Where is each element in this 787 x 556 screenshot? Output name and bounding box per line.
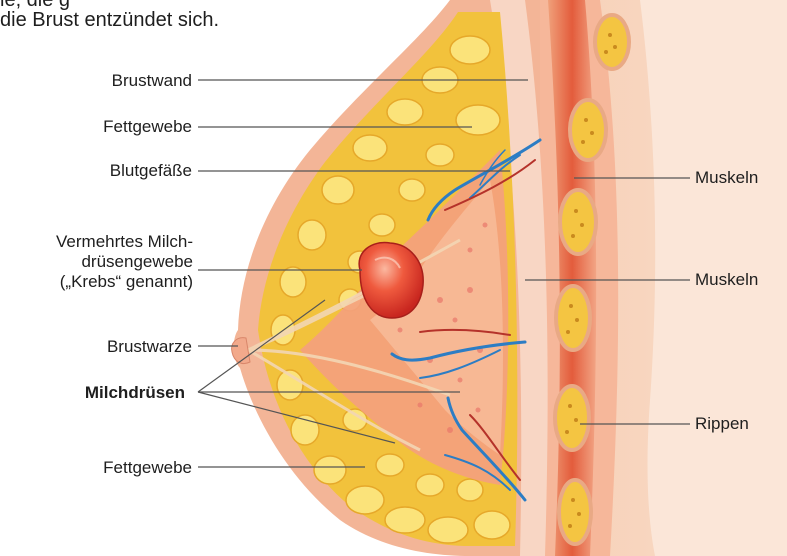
label-vermehrtes-line2: drüsengewebe [0, 252, 193, 272]
label-milchdruesen: Milchdrüsen [85, 382, 185, 403]
label-fettgewebe-top: Fettgewebe [103, 116, 192, 137]
label-vermehrtes-milchdruesengewebe: Vermehrtes Milch- drüsengewebe („Krebs“ … [0, 232, 193, 292]
label-vermehrtes-line1: Vermehrtes Milch- [0, 232, 193, 252]
label-brustwand: Brustwand [112, 70, 192, 91]
label-rippen: Rippen [695, 413, 749, 434]
label-muskeln-top: Muskeln [695, 167, 758, 188]
label-brustwarze: Brustwarze [107, 336, 192, 357]
label-vermehrtes-line3: („Krebs“ genannt) [0, 272, 193, 292]
label-blutgefaesse: Blutgefäße [110, 160, 192, 181]
tumor-mass [359, 243, 423, 318]
label-muskeln-middle: Muskeln [695, 269, 758, 290]
label-fettgewebe-bottom: Fettgewebe [103, 457, 192, 478]
